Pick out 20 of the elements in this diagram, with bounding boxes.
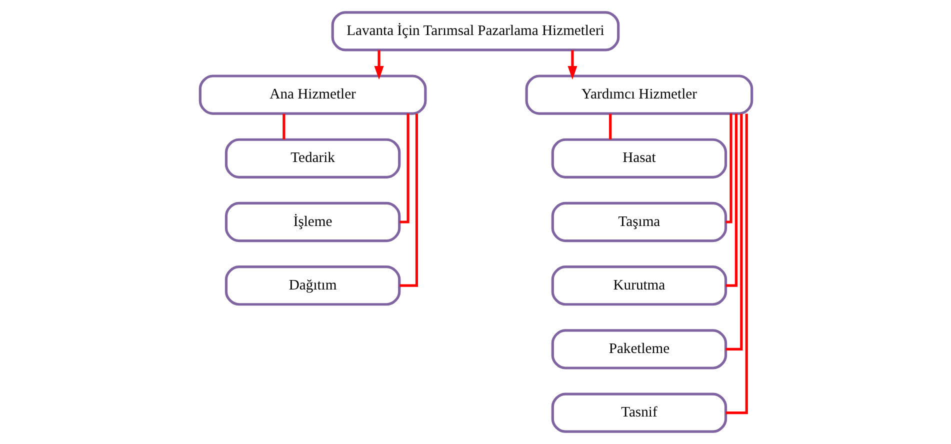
node-box: Tasnif bbox=[550, 392, 727, 433]
node-box: Kurutma bbox=[550, 266, 727, 306]
node-box: İşleme bbox=[224, 202, 400, 242]
connector bbox=[725, 114, 742, 351]
node-box: Paketleme bbox=[550, 329, 727, 370]
connector bbox=[725, 114, 737, 287]
node-box: Hasat bbox=[550, 138, 727, 178]
connector bbox=[725, 114, 748, 414]
connector bbox=[608, 114, 612, 140]
arrow bbox=[567, 50, 577, 80]
node-box: Tedarik bbox=[224, 138, 400, 178]
connector bbox=[399, 114, 409, 224]
node-box: Lavanta İçin Tarımsal Pazarlama Hizmetleri bbox=[330, 11, 620, 52]
connector bbox=[282, 114, 285, 140]
connector bbox=[725, 114, 732, 224]
node-box: Yardımcı Hizmetler bbox=[524, 74, 753, 115]
node-box: Taşıma bbox=[550, 202, 727, 242]
node-box: Ana Hizmetler bbox=[198, 74, 426, 115]
node-box: Dağıtım bbox=[224, 266, 400, 306]
arrow bbox=[374, 50, 384, 80]
